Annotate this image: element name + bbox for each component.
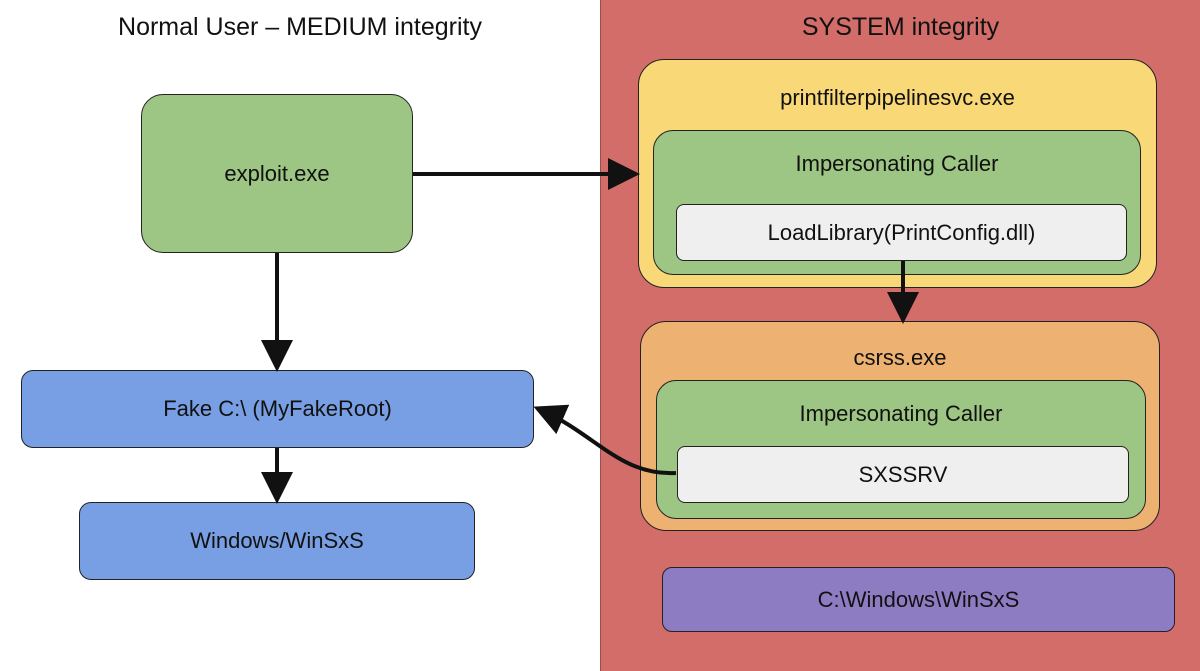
impersonating-caller-node-1: Impersonating Caller LoadLibrary(PrintCo… [653, 130, 1141, 275]
loadlibrary-label: LoadLibrary(PrintConfig.dll) [767, 219, 1036, 245]
medium-integrity-title: Normal User – MEDIUM integrity [118, 13, 482, 41]
fake-root-node: Fake C:\ (MyFakeRoot) [21, 370, 534, 448]
sxssrv-label: SXSSRV [858, 461, 948, 487]
impersonating-caller-label-1: Impersonating Caller [795, 151, 999, 176]
fake-root-label: Fake C:\ (MyFakeRoot) [163, 396, 392, 421]
sxssrv-node: SXSSRV [677, 446, 1129, 503]
exploit-exe-label: exploit.exe [224, 160, 330, 186]
csrss-process-label: csrss.exe [853, 345, 947, 370]
printfilter-process-label: printfilterpipelinesvc.exe [780, 85, 1015, 110]
real-winsxs-node: C:\Windows\WinSxS [662, 567, 1175, 632]
fake-winsxs-node: Windows/WinSxS [79, 502, 475, 580]
printfilter-process-node: printfilterpipelinesvc.exe Impersonating… [638, 59, 1157, 288]
fake-winsxs-label: Windows/WinSxS [190, 528, 364, 553]
loadlibrary-node: LoadLibrary(PrintConfig.dll) [676, 204, 1127, 261]
system-integrity-title: SYSTEM integrity [801, 13, 1000, 41]
impersonating-caller-label-2: Impersonating Caller [799, 401, 1003, 426]
impersonating-caller-node-2: Impersonating Caller SXSSRV [656, 380, 1146, 519]
csrss-process-node: csrss.exe Impersonating Caller SXSSRV [640, 321, 1160, 531]
real-winsxs-label: C:\Windows\WinSxS [817, 586, 1020, 612]
exploit-exe-node: exploit.exe [141, 94, 413, 253]
